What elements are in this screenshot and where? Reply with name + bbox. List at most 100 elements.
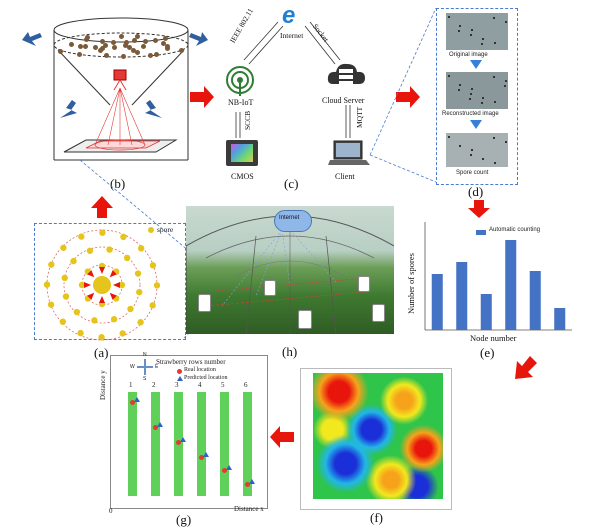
spore-dot	[77, 329, 84, 337]
sensor-node-icon	[298, 310, 312, 329]
internet-cloud-label: Internet	[279, 215, 300, 221]
real-location-marker	[153, 425, 158, 430]
spore-particle	[118, 34, 124, 40]
spore-particle	[162, 35, 168, 41]
inward-arrow-icon	[109, 292, 117, 300]
original-image-label: Original image	[449, 52, 488, 58]
left-arrow-icon	[270, 426, 294, 448]
spore-particle	[132, 38, 137, 43]
predicted-location-marker	[180, 437, 186, 442]
spore-speck	[469, 98, 471, 100]
spore-speck	[482, 158, 484, 160]
nbiot-label: NB-IoT	[228, 98, 254, 107]
spore-particle	[93, 44, 99, 50]
compass-south: S	[143, 376, 147, 382]
cmos-chip-icon	[226, 140, 258, 166]
spore-particle	[123, 43, 129, 49]
panel-label-d: (d)	[468, 184, 484, 199]
up-arrow-icon	[91, 196, 113, 218]
spore-particle	[153, 37, 159, 43]
spore-dot	[149, 302, 156, 309]
real-location-marker	[222, 468, 227, 473]
spore-speck	[448, 16, 450, 18]
row-number: 1	[129, 381, 133, 389]
spore-dot	[106, 246, 113, 253]
spore-particle	[78, 44, 84, 50]
spore-particle	[134, 34, 140, 40]
spore-particle	[126, 44, 132, 50]
spore-speck	[493, 17, 495, 19]
legend-real-label: Real location	[184, 367, 216, 373]
spore-speck	[471, 29, 473, 31]
spore-speck	[471, 88, 473, 90]
cloud-server-icon	[327, 63, 365, 84]
predicted-location-marker	[157, 422, 163, 427]
spore-particle	[164, 46, 170, 52]
sensor-node-icon	[358, 276, 370, 292]
spore-speck	[494, 42, 496, 44]
predicted-location-marker	[249, 479, 255, 484]
greenhouse-photo: Internet	[186, 206, 394, 334]
panel-label-e: (e)	[480, 345, 495, 360]
compass-icon	[136, 358, 154, 376]
spore-dot	[153, 282, 161, 289]
strawberry-row	[128, 392, 137, 496]
spore-legend-label: spore	[157, 225, 174, 234]
inward-arrow-icon	[109, 270, 117, 278]
strawberry-row	[243, 392, 252, 496]
spore-particle	[161, 41, 167, 47]
spore-particle	[77, 51, 83, 57]
spore-dot	[91, 317, 98, 324]
down-arrow-icon	[470, 60, 482, 69]
spore-speck	[505, 21, 507, 23]
legend-label: Automatic counting	[489, 227, 541, 233]
inward-arrow-icon	[87, 270, 95, 278]
predicted-location-marker	[134, 397, 140, 402]
inward-arrow-icon	[99, 267, 105, 274]
compass-west: W	[130, 364, 135, 370]
cloud-server-label: Cloud Server	[322, 96, 365, 105]
spore-dot	[136, 288, 143, 296]
airflow-arrow-icon	[60, 100, 77, 118]
internet-cloud-icon	[274, 210, 312, 232]
spore-count-label: Spore count	[456, 170, 489, 176]
spore-speck	[494, 162, 496, 164]
rows-x-label: Distance x	[234, 505, 264, 513]
spore-dot	[59, 318, 67, 325]
reconstructed-image	[446, 72, 508, 109]
panel-label-h: (h)	[282, 344, 298, 359]
spore-speck	[459, 84, 461, 86]
spore-particle	[82, 43, 88, 49]
panel-label-a: (a)	[94, 345, 109, 360]
spore-dot	[98, 334, 105, 341]
cmos-label: CMOS	[231, 172, 254, 181]
right-arrow-icon	[190, 86, 214, 108]
spore-particle	[179, 48, 185, 54]
spore-particle	[140, 44, 146, 50]
spore-speck	[505, 80, 507, 82]
spore-dot	[73, 308, 81, 316]
spore-particle	[130, 47, 136, 53]
spore-dot	[110, 316, 118, 323]
spore-density-heatmap	[300, 368, 452, 510]
client-label: Client	[335, 172, 355, 181]
spore-particle	[148, 53, 154, 59]
spore-dot	[43, 281, 51, 288]
airflow-arrow-icon	[145, 100, 162, 118]
spore-particle	[135, 50, 141, 56]
spore-particle	[120, 53, 126, 59]
sensor-node-icon	[198, 294, 211, 312]
strawberry-row	[197, 392, 206, 496]
spore-dot	[137, 245, 145, 252]
spore-dot	[48, 261, 55, 268]
internet-icon: e	[282, 2, 296, 29]
spore-speck	[448, 75, 450, 77]
spore-particle	[84, 36, 90, 42]
reconstructed-image-label: Reconstructed image	[442, 111, 499, 117]
